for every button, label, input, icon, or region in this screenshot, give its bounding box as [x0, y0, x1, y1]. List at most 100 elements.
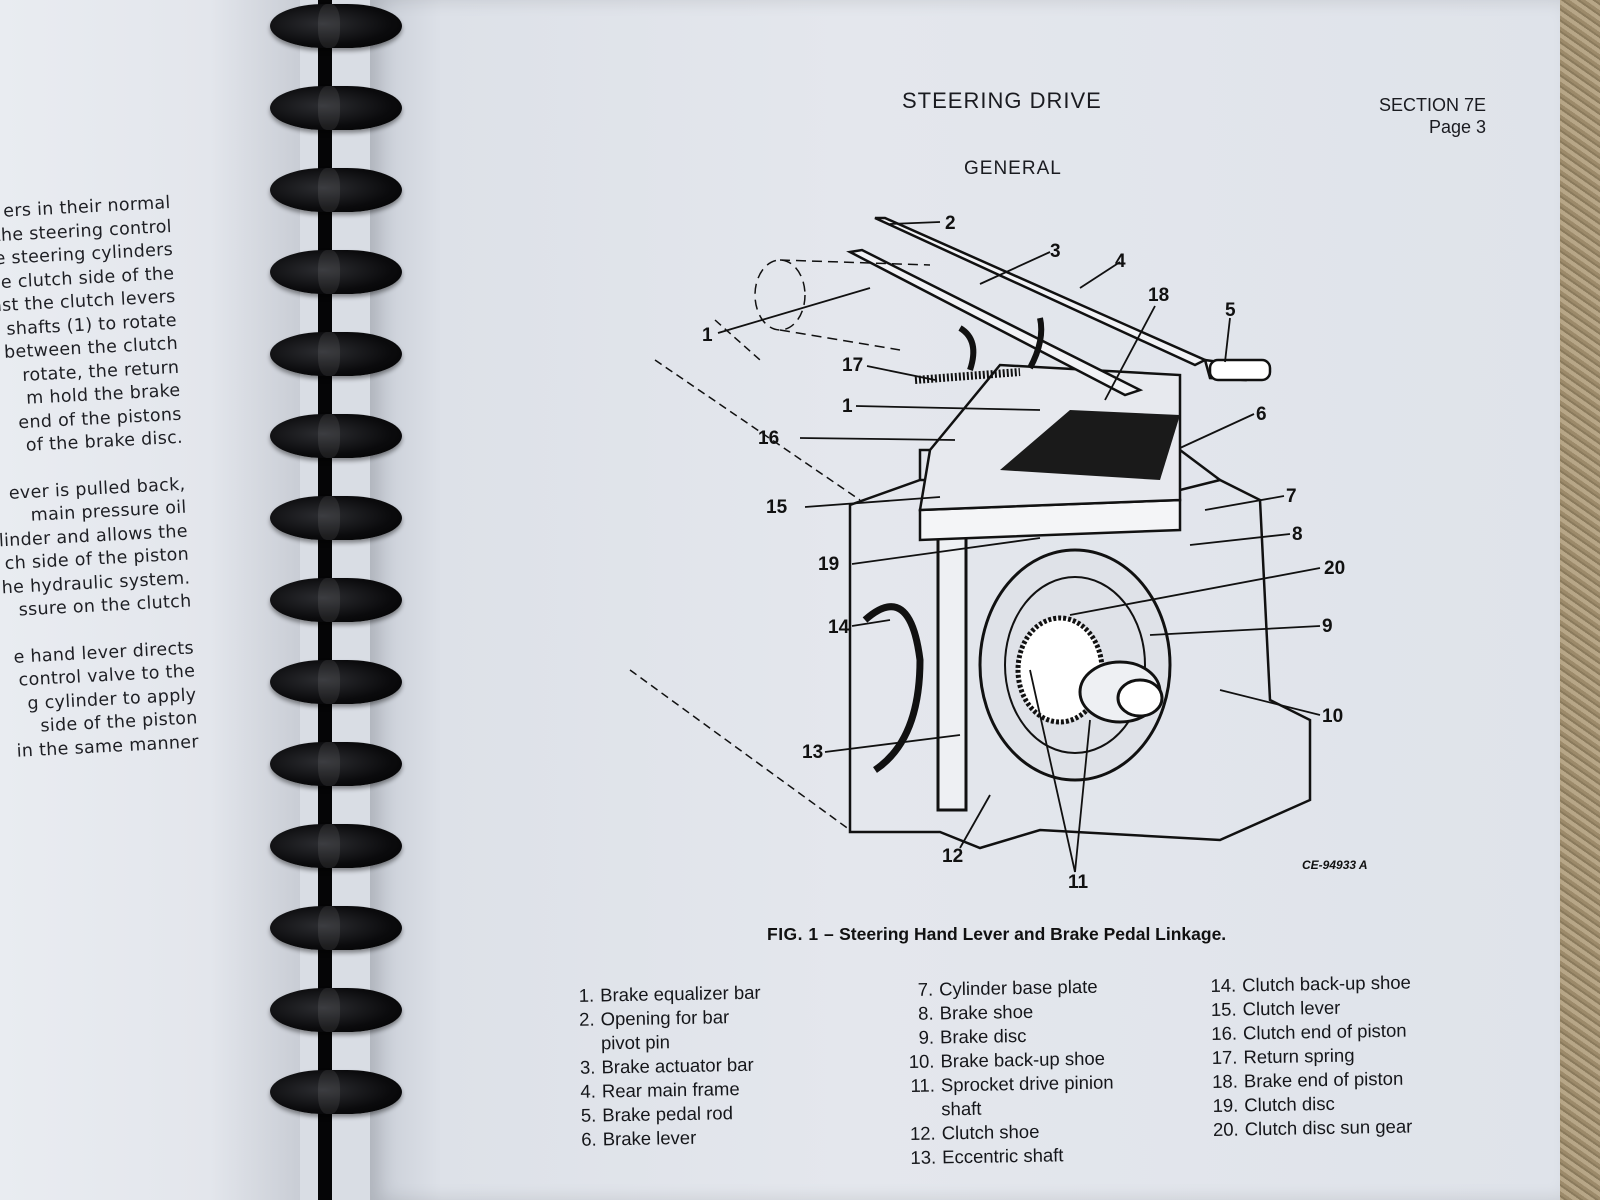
legend-item-text: Eccentric shaft: [941, 1144, 1064, 1168]
callout-12: 12: [942, 846, 963, 867]
callout-leaders: [717, 221, 1321, 873]
callout-5: 5: [1225, 300, 1236, 321]
legend-item-number: 12.: [909, 1122, 936, 1144]
binding-coil: [270, 168, 402, 212]
clutch-shoe: [862, 603, 924, 773]
legend-item-text: Brake end of piston: [1243, 1067, 1404, 1092]
legend-item-number: 18.: [1211, 1070, 1239, 1092]
callout-4: 4: [1115, 251, 1126, 272]
figure-caption-text: Steering Hand Lever and Brake Pedal Link…: [839, 924, 1227, 944]
legend-item: 20.Clutch disc sun gear: [1213, 1114, 1414, 1141]
section-number: SECTION 7E: [1378, 95, 1486, 115]
legend-item: 2.Opening for bar: [568, 1005, 761, 1032]
legend-item-text: Brake actuator bar: [601, 1053, 754, 1078]
callout-10: 10: [1322, 706, 1343, 727]
callout-2: 2: [945, 213, 956, 234]
phantom-drum: [754, 259, 931, 351]
callout-14: 14: [828, 617, 850, 638]
legend-item: 4.Rear main frame: [570, 1077, 763, 1104]
spiral-binding: [262, 0, 422, 1200]
legend-item-text: Opening for bar: [600, 1006, 730, 1030]
brake-lever-handle: [1027, 317, 1045, 370]
legend-item-text: Sprocket drive pinion: [940, 1071, 1114, 1096]
figure-caption-number: FIG. 1 –: [767, 924, 835, 944]
linkage-diagram: 1 1 2 3 4 5 6 7 8 9 10 11 12 13 14 15 16…: [629, 213, 1345, 893]
binding-coil: [270, 578, 402, 622]
legend-item: 15.Clutch lever: [1210, 994, 1411, 1021]
figure-code: CE-94933 A: [1302, 858, 1368, 872]
legend-item-number: 7.: [917, 978, 934, 1000]
carpet-background: [1552, 0, 1600, 1200]
callout-numbers: 1 1 2 3 4 5 6 7 8 9 10 11 12 13 14 15 16…: [702, 213, 1345, 893]
legend-item-number: 1.: [578, 984, 595, 1006]
legend-item-text: pivot pin: [600, 1031, 671, 1054]
binding-coil: [270, 332, 402, 376]
legend-item: 16.Clutch end of piston: [1211, 1018, 1412, 1045]
legend-item: 7.Cylinder base plate: [907, 974, 1112, 1002]
legend-item-text: Brake equalizer bar: [600, 981, 761, 1006]
legend-item-number: 17.: [1211, 1046, 1238, 1068]
legend-item: 9.Brake disc: [908, 1022, 1113, 1050]
legend-item-text: shaft: [941, 1097, 982, 1120]
legend-item-text: Brake disc: [939, 1024, 1027, 1048]
binding-coil: [270, 988, 402, 1032]
binding-coil: [270, 660, 402, 704]
binding-coil: [270, 414, 402, 458]
phantom-guides: [629, 319, 861, 831]
legend-item-number: 19.: [1212, 1094, 1239, 1116]
legend-item-text: Brake shoe: [939, 1000, 1034, 1024]
legend-item: 17.Return spring: [1211, 1042, 1412, 1069]
legend-item: pivot pin: [569, 1029, 762, 1056]
callout-9: 9: [1322, 616, 1333, 637]
legend-item: shaft: [909, 1094, 1114, 1122]
pinion-shaft-tip: [1116, 678, 1164, 718]
callout-18: 18: [1148, 285, 1169, 306]
legend-item: 8.Brake shoe: [907, 998, 1112, 1026]
binding-coil: [270, 250, 402, 294]
callout-19: 19: [818, 554, 839, 575]
legend-item: 6.Brake lever: [571, 1125, 764, 1152]
callout-1a: 1: [702, 325, 713, 346]
legend-item-text: Cylinder base plate: [939, 975, 1098, 1000]
legend-item-number: 20.: [1212, 1118, 1239, 1140]
legend-item-number: 6.: [581, 1128, 597, 1150]
legend-item: 11.Sprocket drive pinion: [909, 1070, 1114, 1098]
callout-11: 11: [1068, 872, 1089, 893]
legend-item: 19.Clutch disc: [1212, 1090, 1413, 1117]
binding-coil: [270, 496, 402, 540]
figure-caption: FIG. 1 – Steering Hand Lever and Brake P…: [767, 924, 1226, 945]
legend-item: 13.Eccentric shaft: [910, 1142, 1115, 1170]
callout-7: 7: [1286, 486, 1297, 507]
binding-coil: [270, 4, 402, 48]
legend-item: 14.Clutch back-up shoe: [1210, 970, 1411, 997]
legend-item-text: Brake back-up shoe: [940, 1047, 1106, 1072]
brake-pedal-rod: [1208, 358, 1272, 382]
legend-item-text: Rear main frame: [601, 1078, 740, 1102]
binding-coil: [270, 1070, 402, 1114]
legend-item: 1.Brake equalizer bar: [568, 981, 761, 1008]
binding-coil: [270, 906, 402, 950]
legend-item: 10.Brake back-up shoe: [908, 1046, 1113, 1074]
legend-item-number: 15.: [1210, 998, 1237, 1020]
legend-item-text: Brake pedal rod: [602, 1102, 734, 1126]
binding-coil: [270, 742, 402, 786]
binding-coil: [270, 86, 402, 130]
legend-item-number: 4.: [580, 1080, 597, 1102]
callout-20: 20: [1324, 558, 1345, 579]
legend-item: 12.Clutch shoe: [910, 1118, 1115, 1146]
callout-8: 8: [1292, 524, 1303, 545]
legend-item-number: 3.: [579, 1056, 596, 1078]
legend-item-text: Clutch back-up shoe: [1242, 971, 1412, 996]
legend-item: 3.Brake actuator bar: [569, 1053, 762, 1080]
callout-6: 6: [1256, 404, 1267, 425]
callout-3: 3: [1050, 241, 1061, 262]
legend-item-number: 16.: [1211, 1022, 1238, 1044]
callout-17: 17: [842, 355, 863, 376]
legend-item-text: Clutch shoe: [941, 1120, 1040, 1144]
callout-13: 13: [802, 742, 823, 763]
callout-15: 15: [766, 497, 788, 518]
